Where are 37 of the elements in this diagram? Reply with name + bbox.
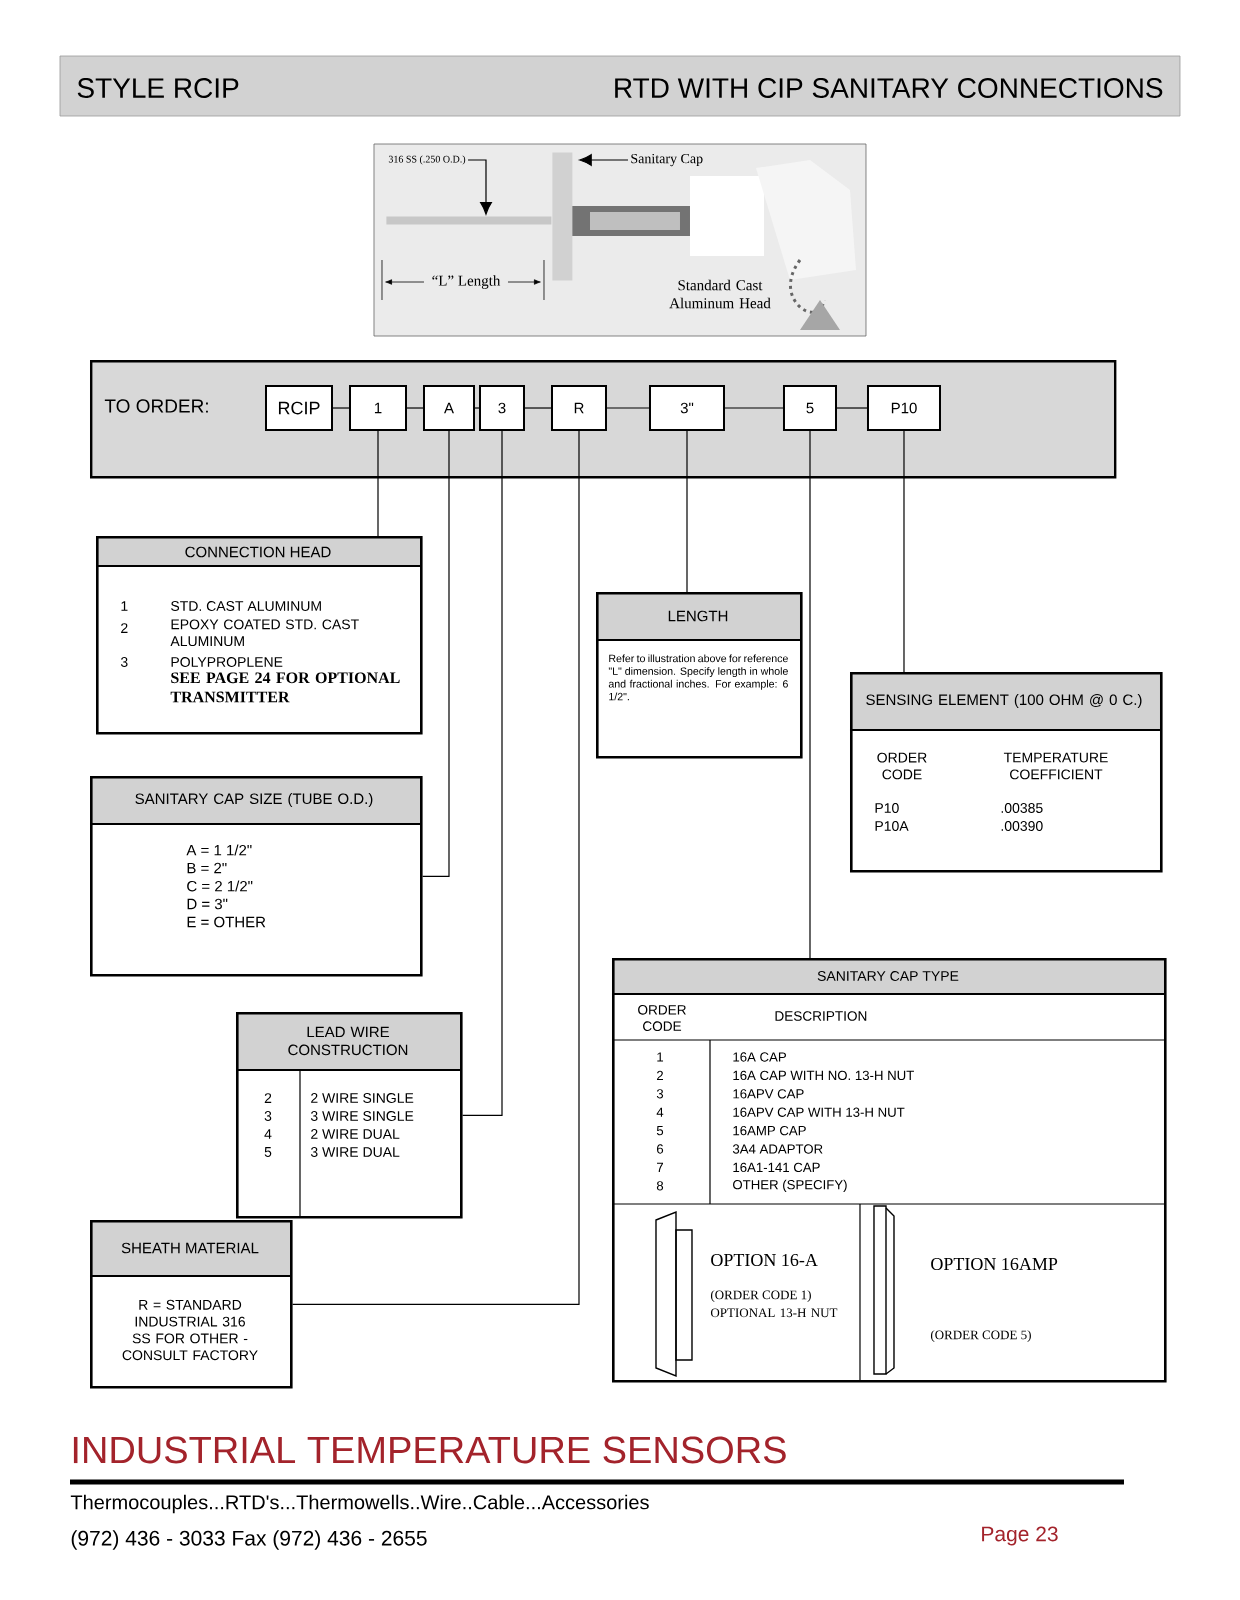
connector-line — [422, 430, 450, 877]
table-box — [95, 536, 423, 735]
connector-line — [332, 407, 350, 409]
table-box — [89, 1220, 293, 1389]
order-label: TO ORDER: — [104, 399, 208, 413]
connector-line — [377, 430, 379, 537]
probe-rod — [386, 216, 552, 225]
table-box — [595, 592, 803, 759]
table-box — [235, 1012, 463, 1219]
note-text: SEE PAGE 24 FOR OPTIONAL TRANSMITTER — [170, 672, 400, 703]
page-heading: RTD WITH CIP SANITARY CONNECTIONS — [615, 78, 1163, 98]
connector-line — [836, 407, 868, 409]
table-box — [849, 672, 1163, 873]
option-text: OPTION 16-A — [711, 1253, 818, 1267]
connector-line — [292, 430, 580, 1305]
connector-line — [686, 430, 688, 593]
footer-text: Thermocouples...RTD's...Thermowells..Wire..Cable...Accessories — [70, 1494, 649, 1514]
connector-line — [406, 407, 424, 409]
picture — [373, 143, 867, 337]
contact-text: (972) 436 - 3033 Fax (972) 436 - 2655 — [71, 1530, 427, 1550]
code-box: RCIP — [265, 385, 333, 431]
page-heading: STYLE RCIP — [77, 78, 239, 98]
flange — [552, 152, 573, 281]
page-number: Page 23 — [982, 1526, 1058, 1546]
table-box — [89, 776, 423, 977]
connector-line — [724, 407, 784, 409]
connector-line — [903, 430, 905, 673]
leader-line — [467, 159, 492, 215]
connector-line — [474, 407, 480, 409]
connector-line — [524, 407, 552, 409]
connector-line — [462, 430, 503, 1116]
leader-line — [579, 154, 629, 166]
connector-line — [809, 430, 811, 959]
table-box — [611, 958, 1167, 1383]
footer-heading: INDUSTRIAL TEMPERATURE SENSORS — [73, 1436, 786, 1464]
connector-line — [606, 407, 650, 409]
option-text: OPTION 16AMP — [931, 1257, 1058, 1271]
